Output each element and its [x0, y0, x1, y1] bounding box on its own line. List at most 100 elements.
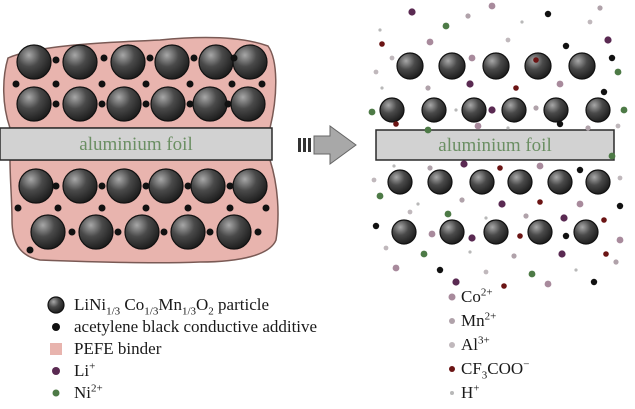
acetylene-black — [52, 80, 60, 88]
acetylene-black — [100, 54, 108, 62]
acetylene-black — [14, 204, 22, 212]
ncm-particle — [232, 44, 268, 80]
legend-label-co: Co2+ — [461, 286, 493, 305]
ncm-particle — [78, 214, 114, 250]
ncm-particle — [524, 52, 552, 80]
acetylene-black — [184, 182, 192, 190]
acetylene-black — [26, 246, 34, 254]
legend-text-part: particle — [213, 295, 270, 314]
ion-mn — [613, 259, 619, 265]
legend-text-part: Mn — [461, 311, 485, 330]
ncm-particle — [379, 97, 405, 123]
acetylene-black — [142, 182, 150, 190]
ion-al — [483, 269, 489, 275]
legend-marker-al — [449, 342, 455, 348]
ion-tfa — [601, 217, 607, 223]
legend-text-part: H — [461, 383, 474, 402]
ncm-particle — [387, 169, 413, 195]
legend-text-part: O — [196, 295, 209, 314]
ion-li — [498, 200, 506, 208]
ion-acetylene — [562, 42, 570, 50]
ion-ni — [420, 250, 428, 258]
ncm-particle — [469, 169, 495, 195]
acetylene-black — [52, 56, 60, 64]
legend-marker-binder — [50, 343, 62, 355]
legend-text-part: − — [523, 358, 530, 371]
ion-acetylene — [590, 278, 598, 286]
ion-mn — [523, 213, 529, 219]
ion-h — [468, 250, 472, 254]
legend-label-al: Al3+ — [461, 335, 490, 353]
ion-mn — [511, 253, 517, 259]
ion-mn — [427, 165, 433, 171]
ion-al — [587, 19, 593, 25]
ncm-particle — [148, 168, 184, 204]
ion-tfa — [537, 199, 543, 205]
ion-h — [506, 126, 510, 130]
legend-text-part: PEFE binder — [74, 339, 162, 358]
legend-marker-ni — [52, 389, 60, 397]
ncm-particle — [106, 168, 142, 204]
legend-text-part: Ni — [74, 383, 91, 402]
ion-li — [460, 160, 468, 168]
legend-text-part: Li — [74, 361, 90, 380]
acetylene-black — [206, 228, 214, 236]
ion-ni — [620, 106, 628, 114]
arrow-head — [313, 125, 357, 165]
acetylene-black — [98, 100, 106, 108]
legend-marker-tfa — [449, 366, 455, 372]
ncm-particle — [585, 169, 611, 195]
aluminium-foil-right — [375, 129, 615, 161]
ion-co — [426, 38, 434, 46]
ncm-particle — [461, 97, 487, 123]
legend-marker-h — [450, 391, 454, 395]
ion-h — [574, 268, 578, 272]
ion-co — [544, 280, 552, 288]
ion-acetylene — [576, 166, 584, 174]
ncm-particle — [198, 44, 234, 80]
ion-li — [452, 278, 460, 286]
acetylene-black — [186, 100, 194, 108]
ion-co — [428, 230, 436, 238]
acetylene-black — [184, 204, 192, 212]
ion-acetylene — [556, 120, 564, 128]
ion-li — [488, 106, 496, 114]
ion-acetylene — [600, 88, 608, 96]
legend-text-part: acetylene black conductive additive — [74, 317, 318, 336]
ion-tfa — [501, 283, 507, 289]
legend-label-binder: PEFE binder — [74, 340, 161, 357]
ion-tfa — [513, 85, 519, 91]
ncm-particle — [106, 86, 142, 122]
acetylene-black — [160, 228, 168, 236]
ncm-particle — [16, 86, 52, 122]
acetylene-black — [98, 204, 106, 212]
ion-h — [454, 108, 458, 112]
legend-text-part: 2+ — [480, 286, 493, 299]
foil-label-left: aluminium foil — [79, 134, 192, 155]
legend-label-tfa: CF3COO− — [461, 358, 530, 381]
acetylene-black — [52, 182, 60, 190]
ion-al — [373, 69, 379, 75]
ncm-particle — [154, 44, 190, 80]
ion-acetylene — [544, 10, 552, 18]
ion-ni — [442, 22, 450, 30]
ncm-particle — [427, 169, 453, 195]
legend-text-part: + — [473, 382, 480, 395]
ion-h — [520, 20, 524, 24]
ncm-particle — [396, 52, 424, 80]
particle-layer — [12, 2, 628, 289]
ion-co — [556, 80, 564, 88]
ncm-particle — [124, 214, 160, 250]
ncm-particle — [421, 97, 447, 123]
legend-markers — [47, 293, 456, 397]
aluminium-foil-left — [0, 127, 273, 161]
ion-acetylene — [608, 54, 616, 62]
ion-ni — [614, 68, 622, 76]
legend-text-part: 1/3 — [106, 305, 121, 318]
ion-co — [488, 2, 496, 10]
ion-acetylene — [562, 232, 570, 240]
legend-label-li: Li+ — [74, 360, 96, 380]
acetylene-black — [12, 80, 20, 88]
legend-text-part: + — [89, 360, 96, 373]
legend-label-mn: Mn2+ — [461, 311, 496, 330]
